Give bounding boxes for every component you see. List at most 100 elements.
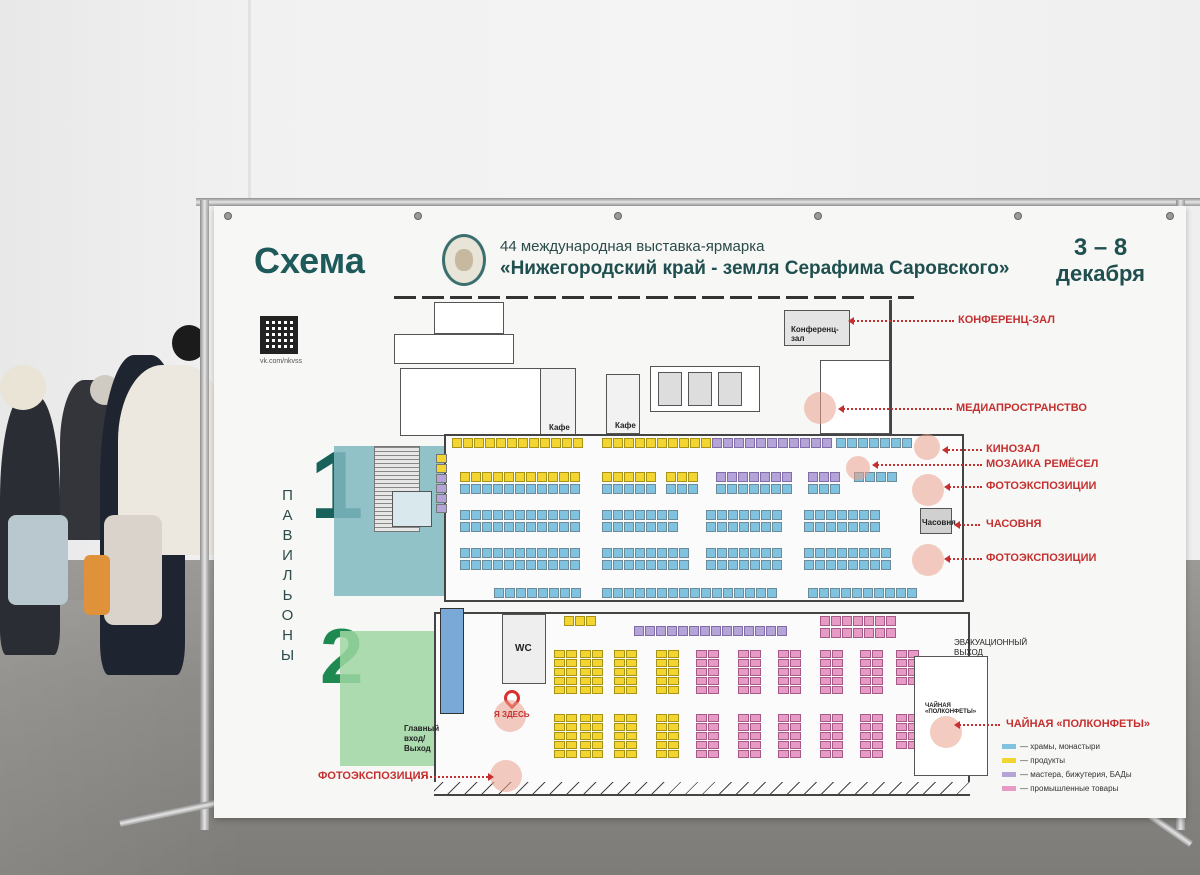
media-arrow: [838, 405, 952, 413]
legend-swatch: [1002, 772, 1016, 777]
exhibition-subtitle: 44 международная выставка-ярмарка: [500, 238, 765, 255]
stand-row: [836, 438, 912, 448]
stand-row: [602, 484, 656, 494]
stand-row: [460, 510, 580, 520]
stand-block: [820, 714, 843, 758]
stand-block: [696, 650, 719, 694]
room: [434, 302, 504, 334]
stand-row: [820, 616, 896, 626]
stand-row: [706, 548, 782, 558]
room: [400, 368, 550, 436]
room: [688, 372, 712, 406]
stand-row: [808, 484, 840, 494]
stand-block: [778, 650, 801, 694]
stand-block: [896, 650, 919, 685]
dates-days: 3 – 8: [1073, 234, 1128, 261]
qr-code: [260, 316, 298, 354]
legend-item: — мастера, бижутерия, БАДы: [1002, 770, 1132, 779]
stand-block: [656, 714, 679, 758]
grommet: [1166, 212, 1174, 220]
main-entrance-label: Главный вход/ Выход: [404, 724, 440, 753]
crafts-arrow: [872, 461, 982, 469]
callout-conference-hall: КОНФЕРЕНЦ-ЗАЛ: [958, 314, 1055, 326]
stand-row: [666, 484, 698, 494]
stand-block: [656, 650, 679, 694]
stand-row: [460, 560, 580, 570]
stand-block: [580, 714, 603, 758]
room: [394, 334, 514, 364]
crafts-mosaic-circle: [846, 456, 870, 480]
callout-photo-exhibitions-2: ФОТОЭКСПОЗИЦИИ: [986, 552, 1097, 564]
grommet: [224, 212, 232, 220]
stand-row: [804, 548, 891, 558]
room: [658, 372, 682, 406]
photo-arrow-left: [418, 773, 494, 781]
conference-arrow: [848, 317, 954, 325]
banner-title: Схема: [254, 240, 365, 281]
stand-row: [712, 438, 832, 448]
conference-room: Конференц-зал: [784, 310, 850, 346]
stand-block: [860, 650, 883, 694]
saint-seraphim-logo: [442, 234, 486, 286]
stand-row: [494, 588, 581, 598]
media-space-circle: [804, 392, 836, 424]
stand-row: [706, 522, 782, 532]
photo-arrow: [944, 555, 982, 563]
dates-month: декабря: [1056, 261, 1146, 286]
stand-block: [738, 714, 761, 758]
callout-chapel: ЧАСОВНЯ: [986, 518, 1042, 530]
stand-row: [452, 438, 583, 448]
stand-row: [564, 616, 596, 626]
tea-arrow: [954, 721, 1000, 729]
stand-block: [580, 650, 603, 694]
wc-block: WC: [502, 614, 546, 684]
stand-row: [602, 510, 678, 520]
grommet: [414, 212, 422, 220]
stand-row: [602, 438, 711, 448]
meeting-tables: [392, 491, 432, 527]
cinema-circle: [914, 434, 940, 460]
callout-photo-exhibition: ФОТОЭКСПОЗИЦИЯ: [318, 770, 429, 782]
photo-exhibition-circle: [490, 760, 522, 792]
stand-block: [778, 714, 801, 758]
stand-block: [614, 650, 637, 694]
legend-item: — продукты: [1002, 756, 1132, 765]
grommet: [614, 212, 622, 220]
stand-row: [716, 484, 792, 494]
pavilion-2-facade: [434, 782, 970, 796]
stand-row: [602, 560, 689, 570]
stand-row: [666, 472, 698, 482]
stand-row: [808, 472, 840, 482]
legend-swatch: [1002, 744, 1016, 749]
cinema-arrow: [942, 446, 982, 454]
cafe-1: Кафе: [540, 368, 576, 436]
exhibition-dates: 3 – 8 декабря: [1056, 234, 1145, 286]
photo-exhibition-circle: [912, 474, 944, 506]
photo-arrow: [944, 483, 982, 491]
stand-row: [460, 548, 580, 558]
stand-block: [614, 714, 637, 758]
callout-tea-room: ЧАЙНАЯ «ПОЛКОНФЕТЫ»: [1006, 718, 1150, 730]
legend-item: — храмы, монастыри: [1002, 742, 1132, 751]
frame-left-pipe: [200, 200, 209, 830]
stand-row: [716, 472, 792, 482]
callout-media-space: МЕДИАПРОСТРАНСТВО: [956, 402, 1087, 414]
backpack: [8, 515, 68, 605]
stand-row: [706, 510, 782, 520]
legend-swatch: [1002, 786, 1016, 791]
stand-row: [706, 560, 782, 570]
tea-room: ЧАЙНАЯ «ПОЛКОНФЕТЫ»: [914, 656, 988, 776]
stand-row: [602, 522, 678, 532]
chapel-arrow: [954, 521, 980, 529]
stand-row: [460, 484, 580, 494]
stand-block: [896, 714, 919, 749]
exhibition-name: «Нижегородский край - земля Серафима Сар…: [500, 258, 1010, 279]
stand-row: [634, 626, 787, 636]
stand-row: [602, 548, 689, 558]
chapel: Часовня: [920, 508, 956, 534]
cafe-2: Кафе: [606, 374, 640, 434]
white-knit-hat: [0, 365, 46, 410]
map-legend: — храмы, монастыри — продукты — мастера,…: [1002, 742, 1132, 798]
orange-bag: [84, 555, 110, 615]
